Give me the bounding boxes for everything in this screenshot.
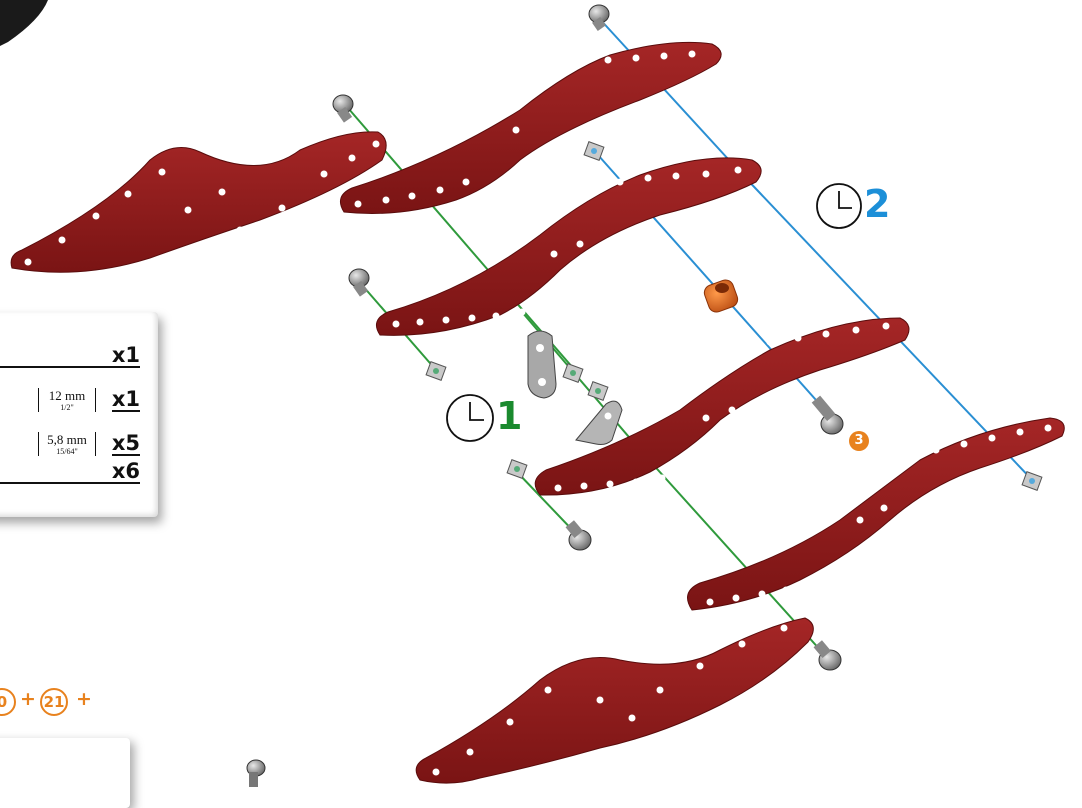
plate-left [10,131,387,273]
screw-icon [811,395,844,435]
size-metric: 5,8 mm [47,432,87,447]
step-number-2: 2 [864,182,891,226]
part-quantity: x6 [111,459,140,483]
plate-bottom [415,617,814,784]
parts-row: 5,8 mm 15/64" x5 [0,432,140,456]
parts-row: x1 [0,342,140,368]
nut-icon [506,459,528,479]
plate-top [339,41,722,214]
screw-icon [348,268,370,297]
nut-icon [425,361,447,381]
parts-row: 12 mm 1/2" x1 [0,388,140,412]
bracket-icon [527,330,557,399]
nut-icon [562,363,584,383]
corner-shape [0,0,48,46]
plate-fourth [687,417,1065,611]
part-size: 12 mm 1/2" [38,388,96,412]
plate-holes [24,50,1052,776]
red-plates [10,41,1065,784]
screw-icon [246,759,266,787]
size-imperial: 15/64" [56,447,78,456]
part-quantity: x1 [111,387,140,412]
nut-icon [1021,471,1043,491]
part-size: 5,8 mm 15/64" [38,432,96,456]
screw-icon [588,4,610,31]
screw-icon [813,640,842,671]
size-metric: 12 mm [48,388,86,403]
clock-icon [446,394,494,442]
plus-sign: + [76,688,92,710]
bracket-icon [575,400,623,445]
plate-second [375,157,762,336]
part-quantity: x5 [111,431,140,456]
part-quantity: x1 [111,343,140,367]
clock-icon [816,183,862,229]
screw-icon [332,94,354,123]
assembly-diagram [0,0,1065,787]
plus-sign: + [20,688,36,710]
callout-badge-3: 3 [849,431,869,451]
ref-circle-21: 21 [40,688,68,716]
spacer-icon [703,279,739,313]
screw-icon [565,520,592,551]
next-parts-panel [0,738,130,808]
size-imperial: 1/2" [60,403,74,412]
step-number-1: 1 [496,394,523,438]
plate-third [534,317,910,496]
nut-icon [587,381,609,401]
parts-row: x6 [0,458,140,484]
nut-icon [583,141,605,161]
parts-list-panel: x1 12 mm 1/2" x1 5,8 mm 15/64" x5 x6 [0,312,158,517]
